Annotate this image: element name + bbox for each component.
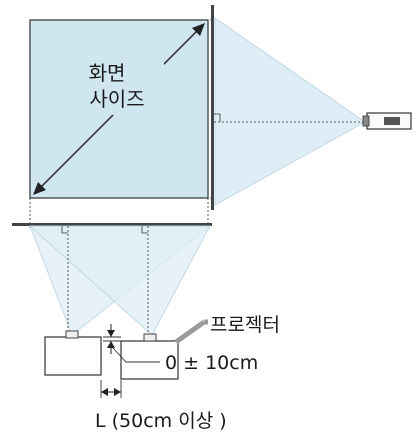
distance-label: L (50cm 이상 ) <box>95 410 227 432</box>
right-angle-marker <box>61 226 68 234</box>
right-angle-marker <box>141 226 148 234</box>
vertical-wall-screen <box>211 5 214 210</box>
arrow-head-bottom <box>33 182 46 195</box>
light-cone-right <box>28 225 211 336</box>
height-offset-label: 0 ± 10cm <box>165 352 258 374</box>
offset-leader <box>112 347 160 363</box>
projector-label: 프로젝터 <box>210 314 280 336</box>
offset-arrow-head <box>107 330 115 337</box>
projector-right <box>120 333 179 380</box>
top-view: 화면 사이즈 <box>29 5 412 230</box>
distance-arrow-head <box>114 388 121 396</box>
section-view <box>12 223 212 398</box>
offset-arrow-head <box>107 341 115 348</box>
distance-arrow-head <box>101 388 108 396</box>
side-light-cone <box>214 17 366 206</box>
projector-left <box>44 330 102 376</box>
projector-leader <box>174 319 206 345</box>
side-projector <box>362 112 412 130</box>
screen-size-label-line2: 사이즈 <box>89 87 144 111</box>
screen-size-label-line1: 화면 <box>89 61 126 85</box>
horizontal-surface <box>12 223 212 226</box>
arrow-head-top <box>192 23 205 36</box>
right-angle-marker <box>214 113 221 122</box>
label-backdrop <box>74 57 164 115</box>
